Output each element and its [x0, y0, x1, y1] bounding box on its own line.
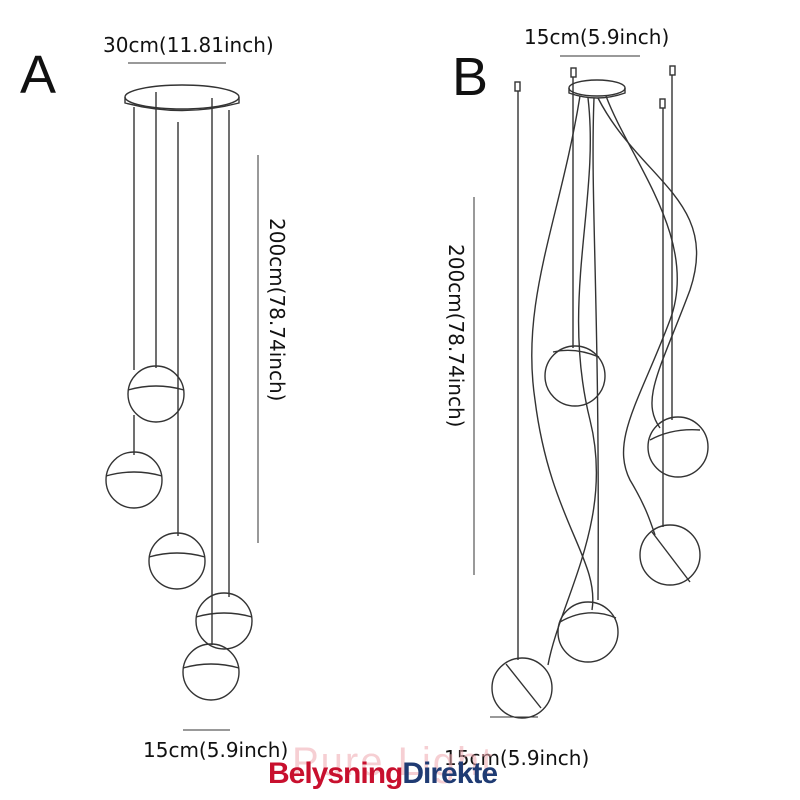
- variant-b-top-dimension: 15cm(5.9inch): [524, 25, 670, 49]
- cord-b7: [597, 97, 698, 429]
- variant-b-label: B: [452, 47, 489, 107]
- globe-a3: [148, 532, 206, 590]
- variant-b-bottom-dimension: 15cm(5.9inch): [444, 746, 590, 770]
- canopy-a: [124, 84, 240, 112]
- globe-b5: [491, 657, 553, 719]
- globe-a5: [182, 643, 240, 701]
- hook-b1: [514, 81, 521, 92]
- globe-a2: [105, 451, 163, 509]
- cord-b8: [605, 95, 679, 536]
- watermark-brand-part1: Belysning: [268, 757, 403, 790]
- variant-a-bottom-dimension: 15cm(5.9inch): [143, 738, 289, 762]
- cord-b9: [592, 97, 599, 601]
- variant-a-label: A: [20, 45, 57, 105]
- globe-b4: [557, 601, 619, 663]
- watermark-ghost-logo: Pure Light: [292, 740, 495, 784]
- cord-b6: [547, 97, 598, 666]
- watermark-brand: BelysningDirekte: [268, 757, 498, 791]
- globe-b1: [544, 345, 606, 407]
- cord-b5: [531, 95, 594, 611]
- variant-a-top-dimension: 30cm(11.81inch): [103, 33, 274, 57]
- hook-b4: [659, 98, 666, 109]
- globe-b2: [647, 416, 709, 478]
- watermark-brand-part2: Direkte: [402, 757, 498, 790]
- hook-b3: [669, 65, 676, 76]
- hook-b2: [570, 67, 577, 78]
- variant-b-height-dimension: 200cm(78.74inch): [444, 244, 468, 428]
- globe-b3: [639, 524, 701, 586]
- canopy-b: [568, 79, 626, 99]
- variant-a-height-dimension: 200cm(78.74inch): [265, 218, 289, 402]
- globe-a1: [127, 365, 185, 423]
- globe-a4: [195, 592, 253, 650]
